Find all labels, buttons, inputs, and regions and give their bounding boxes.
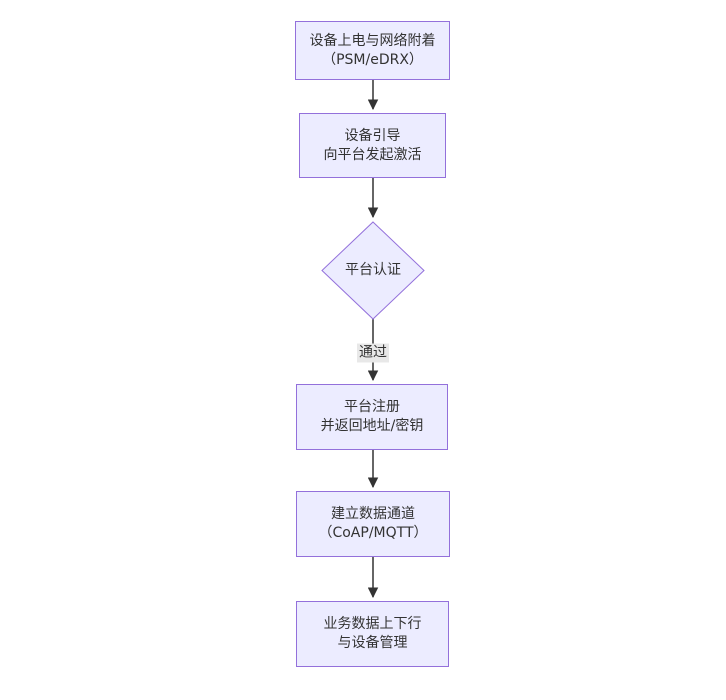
decision-diamond-platform-auth — [321, 221, 425, 320]
node-business-data-device-mgmt: 业务数据上下行 与设备管理 — [296, 601, 449, 667]
node-label: 业务数据上下行 与设备管理 — [323, 616, 422, 651]
node-device-power-network-attach: 设备上电与网络附着 （PSM/eDRX） — [295, 21, 450, 80]
node-establish-data-channel: 建立数据通道 （CoAP/MQTT） — [296, 491, 450, 557]
edge-label-text: 通过 — [359, 344, 387, 361]
node-label: 设备上电与网络附着 （PSM/eDRX） — [309, 32, 436, 68]
node-platform-auth-label: 平台认证 — [322, 222, 424, 319]
node-platform-register-return-keys: 平台注册 并返回地址/密钥 — [296, 384, 448, 450]
node-label: 平台注册 并返回地址/密钥 — [320, 399, 424, 434]
edge-label-pass: 通过 — [357, 343, 389, 363]
node-label: 平台认证 — [345, 262, 401, 278]
node-label: 建立数据通道 （CoAP/MQTT） — [318, 506, 428, 541]
node-label: 设备引导 向平台发起激活 — [323, 127, 422, 163]
node-device-bootstrap-activate: 设备引导 向平台发起激活 — [299, 113, 446, 178]
